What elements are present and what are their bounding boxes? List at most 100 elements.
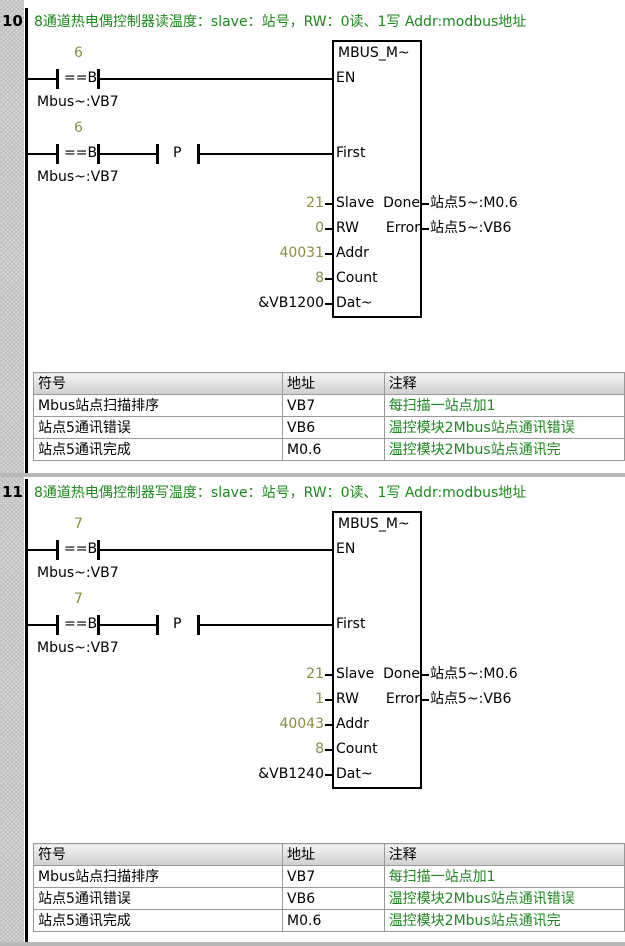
table-cell[interactable]: Mbus站点扫描排序 bbox=[32, 865, 284, 888]
table-cell[interactable]: 温控模块2Mbus站点通讯错误 bbox=[383, 416, 625, 439]
input-data[interactable]: &VB1200 bbox=[258, 295, 324, 311]
compare-op[interactable]: ==B bbox=[64, 541, 98, 557]
pin-tick bbox=[325, 253, 332, 255]
table-cell[interactable]: 站点5通讯完成 bbox=[32, 909, 284, 932]
rung-wire bbox=[28, 153, 57, 155]
pin-tick bbox=[325, 674, 332, 676]
rung-wire bbox=[28, 624, 57, 626]
network-separator bbox=[0, 942, 625, 946]
compare-op[interactable]: ==B bbox=[64, 70, 98, 86]
contact-operand[interactable]: Mbus~:VB7 bbox=[37, 640, 119, 656]
output-error[interactable]: 站点5~:VB6 bbox=[430, 220, 512, 236]
compare-op[interactable]: ==B bbox=[64, 145, 98, 161]
mbus-master-block[interactable] bbox=[332, 511, 422, 789]
output-error[interactable]: 站点5~:VB6 bbox=[430, 691, 512, 707]
rung-wire bbox=[28, 549, 57, 551]
table-cell[interactable]: VB6 bbox=[282, 887, 385, 910]
table-cell[interactable]: 每扫描一站点加1 bbox=[383, 394, 625, 417]
pin-rw: RW bbox=[336, 220, 360, 236]
pin-count: Count bbox=[336, 741, 378, 757]
table-cell[interactable]: M0.6 bbox=[282, 438, 385, 461]
table-cell[interactable]: 温控模块2Mbus站点通讯错误 bbox=[383, 887, 625, 910]
pin-tick bbox=[325, 203, 332, 205]
compare-op[interactable]: ==B bbox=[64, 616, 98, 632]
compare-value[interactable]: 7 bbox=[74, 516, 83, 532]
column-header: 符号 bbox=[32, 372, 284, 395]
network-comment[interactable]: 8通道热电偶控制器写温度：slave：站号，RW：0读、1写 Addr:modb… bbox=[34, 485, 527, 501]
p-contact-right-bar bbox=[197, 615, 200, 635]
contact-left-bar bbox=[56, 69, 59, 89]
pin-tick bbox=[422, 674, 429, 676]
block-name: MBUS_M~ bbox=[338, 516, 410, 532]
input-slave[interactable]: 21 bbox=[306, 195, 324, 211]
contact-right-bar bbox=[97, 540, 100, 560]
table-header: 符号地址注释 bbox=[32, 843, 625, 866]
pin-error: Error bbox=[385, 220, 420, 236]
pin-done: Done bbox=[383, 195, 420, 211]
positive-edge-contact[interactable]: P bbox=[173, 616, 182, 632]
pin-slave: Slave bbox=[336, 666, 375, 682]
pin-en: EN bbox=[336, 541, 356, 557]
contact-operand[interactable]: Mbus~:VB7 bbox=[37, 94, 119, 110]
contact-operand[interactable]: Mbus~:VB7 bbox=[37, 565, 119, 581]
table-cell[interactable]: VB7 bbox=[282, 394, 385, 417]
input-count[interactable]: 8 bbox=[315, 270, 324, 286]
table-cell[interactable]: 温控模块2Mbus站点通讯完 bbox=[383, 909, 625, 932]
p-contact-right-bar bbox=[197, 144, 200, 164]
contact-left-bar bbox=[56, 615, 59, 635]
output-done[interactable]: 站点5~:M0.6 bbox=[430, 666, 518, 682]
table-cell[interactable]: VB6 bbox=[282, 416, 385, 439]
pin-count: Count bbox=[336, 270, 378, 286]
rung-wire bbox=[28, 78, 57, 80]
power-rail bbox=[25, 8, 28, 474]
table-cell[interactable]: 站点5通讯错误 bbox=[32, 887, 284, 910]
input-slave[interactable]: 21 bbox=[306, 666, 324, 682]
mbus-master-block[interactable] bbox=[332, 40, 422, 318]
table-cell[interactable]: M0.6 bbox=[282, 909, 385, 932]
pin-done: Done bbox=[383, 666, 420, 682]
table-cell[interactable]: 温控模块2Mbus站点通讯完 bbox=[383, 438, 625, 461]
column-header: 注释 bbox=[383, 843, 625, 866]
pin-first: First bbox=[336, 145, 366, 161]
power-rail bbox=[25, 479, 28, 945]
contact-right-bar bbox=[97, 144, 100, 164]
input-rw[interactable]: 1 bbox=[315, 691, 324, 707]
input-rw[interactable]: 0 bbox=[315, 220, 324, 236]
column-header: 符号 bbox=[32, 843, 284, 866]
table-cell[interactable]: 每扫描一站点加1 bbox=[383, 865, 625, 888]
network-separator bbox=[0, 473, 625, 477]
input-count[interactable]: 8 bbox=[315, 741, 324, 757]
block-name: MBUS_M~ bbox=[338, 45, 410, 61]
table-cell[interactable]: Mbus站点扫描排序 bbox=[32, 394, 284, 417]
pin-rw: RW bbox=[336, 691, 360, 707]
table-cell[interactable]: 站点5通讯完成 bbox=[32, 438, 284, 461]
input-addr[interactable]: 40043 bbox=[279, 716, 324, 732]
column-header: 地址 bbox=[282, 372, 385, 395]
input-data[interactable]: &VB1240 bbox=[258, 766, 324, 782]
rung-wire bbox=[100, 78, 332, 80]
contact-operand[interactable]: Mbus~:VB7 bbox=[37, 169, 119, 185]
table-cell[interactable]: VB7 bbox=[282, 865, 385, 888]
rung-wire bbox=[200, 153, 332, 155]
positive-edge-contact[interactable]: P bbox=[173, 145, 182, 161]
pin-error: Error bbox=[385, 691, 420, 707]
network-comment[interactable]: 8通道热电偶控制器读温度：slave：站号，RW：0读、1写 Addr:modb… bbox=[34, 14, 527, 30]
compare-value[interactable]: 6 bbox=[74, 120, 83, 136]
input-addr[interactable]: 40031 bbox=[279, 245, 324, 261]
pin-tick bbox=[422, 699, 429, 701]
table-cell[interactable]: 站点5通讯错误 bbox=[32, 416, 284, 439]
pin-tick bbox=[325, 749, 332, 751]
compare-value[interactable]: 7 bbox=[74, 591, 83, 607]
output-done[interactable]: 站点5~:M0.6 bbox=[430, 195, 518, 211]
compare-value[interactable]: 6 bbox=[74, 45, 83, 61]
